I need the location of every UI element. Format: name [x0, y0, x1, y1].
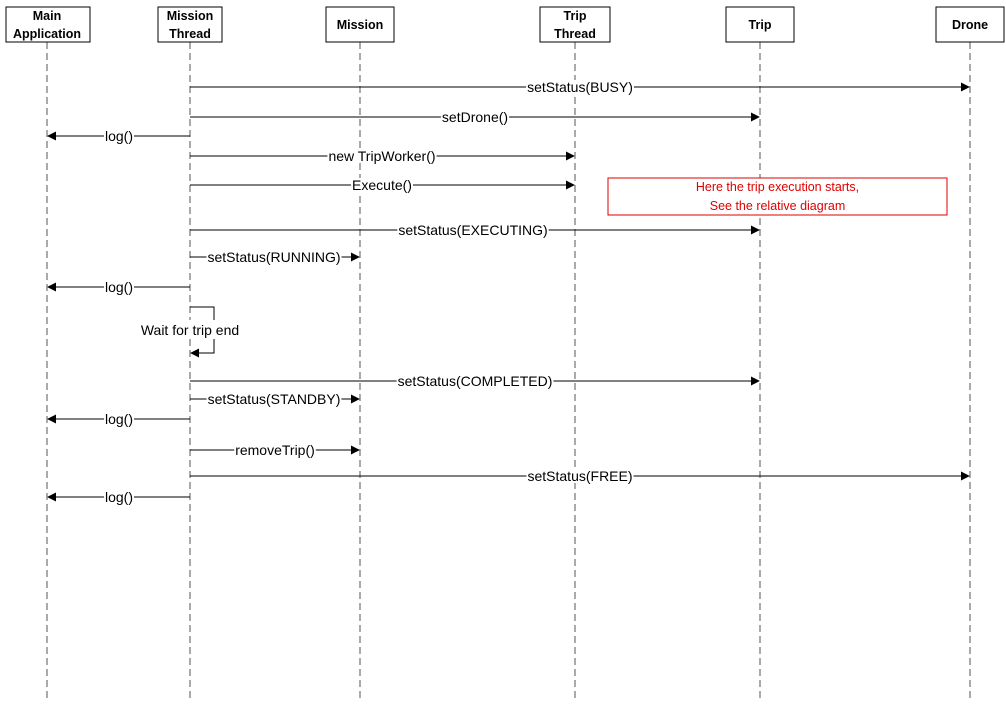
message-1: setStatus(BUSY)	[190, 79, 970, 95]
participant-label: Mission	[337, 18, 384, 32]
message-label: new TripWorker()	[328, 148, 435, 164]
label-background	[206, 250, 342, 264]
message-label: log()	[105, 279, 133, 295]
message-label: setStatus(FREE)	[527, 468, 632, 484]
message-14: setStatus(FREE)	[190, 468, 970, 484]
message-label: setStatus(EXECUTING)	[398, 222, 547, 238]
participant-label: Trip	[749, 18, 772, 32]
message-label: setStatus(RUNNING)	[207, 249, 340, 265]
diagram-note	[607, 177, 948, 216]
label-background	[351, 178, 413, 192]
label-background	[206, 392, 342, 406]
message-label: setStatus(STANDBY)	[208, 391, 341, 407]
label-background	[103, 280, 135, 294]
message-label: log()	[105, 411, 133, 427]
message-12: log()	[47, 411, 190, 427]
participant-label: Trip	[564, 9, 587, 23]
participant-box	[539, 6, 611, 43]
label-background	[396, 374, 554, 388]
participant-trip: Trip	[725, 6, 795, 43]
message-label: Wait for trip end	[141, 322, 239, 338]
message-2: setDrone()	[190, 109, 760, 125]
message-label: setStatus(COMPLETED)	[398, 373, 553, 389]
message-6: setStatus(EXECUTING)	[190, 222, 760, 238]
participant-drone: Drone	[935, 6, 1005, 43]
label-background	[103, 490, 135, 504]
participant-label: Application	[13, 27, 81, 41]
message-9: Wait for trip end	[125, 306, 255, 358]
participant-box	[325, 6, 395, 43]
label-background	[397, 223, 549, 237]
participant-label: Thread	[169, 27, 211, 41]
label-background	[526, 469, 634, 483]
participant-label: Thread	[554, 27, 596, 41]
participant-mission: Mission	[325, 6, 395, 43]
participant-label: Drone	[952, 18, 988, 32]
message-label: Execute()	[352, 177, 412, 193]
label-background	[103, 412, 135, 426]
message-label: setStatus(BUSY)	[527, 79, 633, 95]
message-5: Execute()	[190, 177, 575, 193]
label-background	[327, 149, 437, 163]
message-11: setStatus(STANDBY)	[190, 391, 360, 407]
label-background	[125, 320, 255, 339]
participant-label: Mission	[167, 9, 214, 23]
message-15: log()	[47, 489, 190, 505]
message-label: removeTrip()	[235, 442, 315, 458]
label-background	[103, 129, 135, 143]
participant-box	[5, 6, 91, 43]
message-label: setDrone()	[442, 109, 508, 125]
participant-box	[157, 6, 223, 43]
label-background	[526, 80, 634, 94]
message-8: log()	[47, 279, 190, 295]
message-7: setStatus(RUNNING)	[190, 249, 360, 265]
participant-label: Main	[33, 9, 61, 23]
note-line-1: Here the trip execution starts,	[696, 180, 859, 194]
message-10: setStatus(COMPLETED)	[190, 373, 760, 389]
label-background	[234, 443, 316, 457]
participant-box	[725, 6, 795, 43]
label-background	[440, 110, 510, 124]
message-label: log()	[105, 128, 133, 144]
message-label: log()	[105, 489, 133, 505]
message-4: new TripWorker()	[190, 148, 575, 164]
message-13: removeTrip()	[190, 442, 360, 458]
participant-box	[935, 6, 1005, 43]
note-line-2: See the relative diagram	[710, 199, 846, 213]
message-3: log()	[47, 128, 190, 144]
